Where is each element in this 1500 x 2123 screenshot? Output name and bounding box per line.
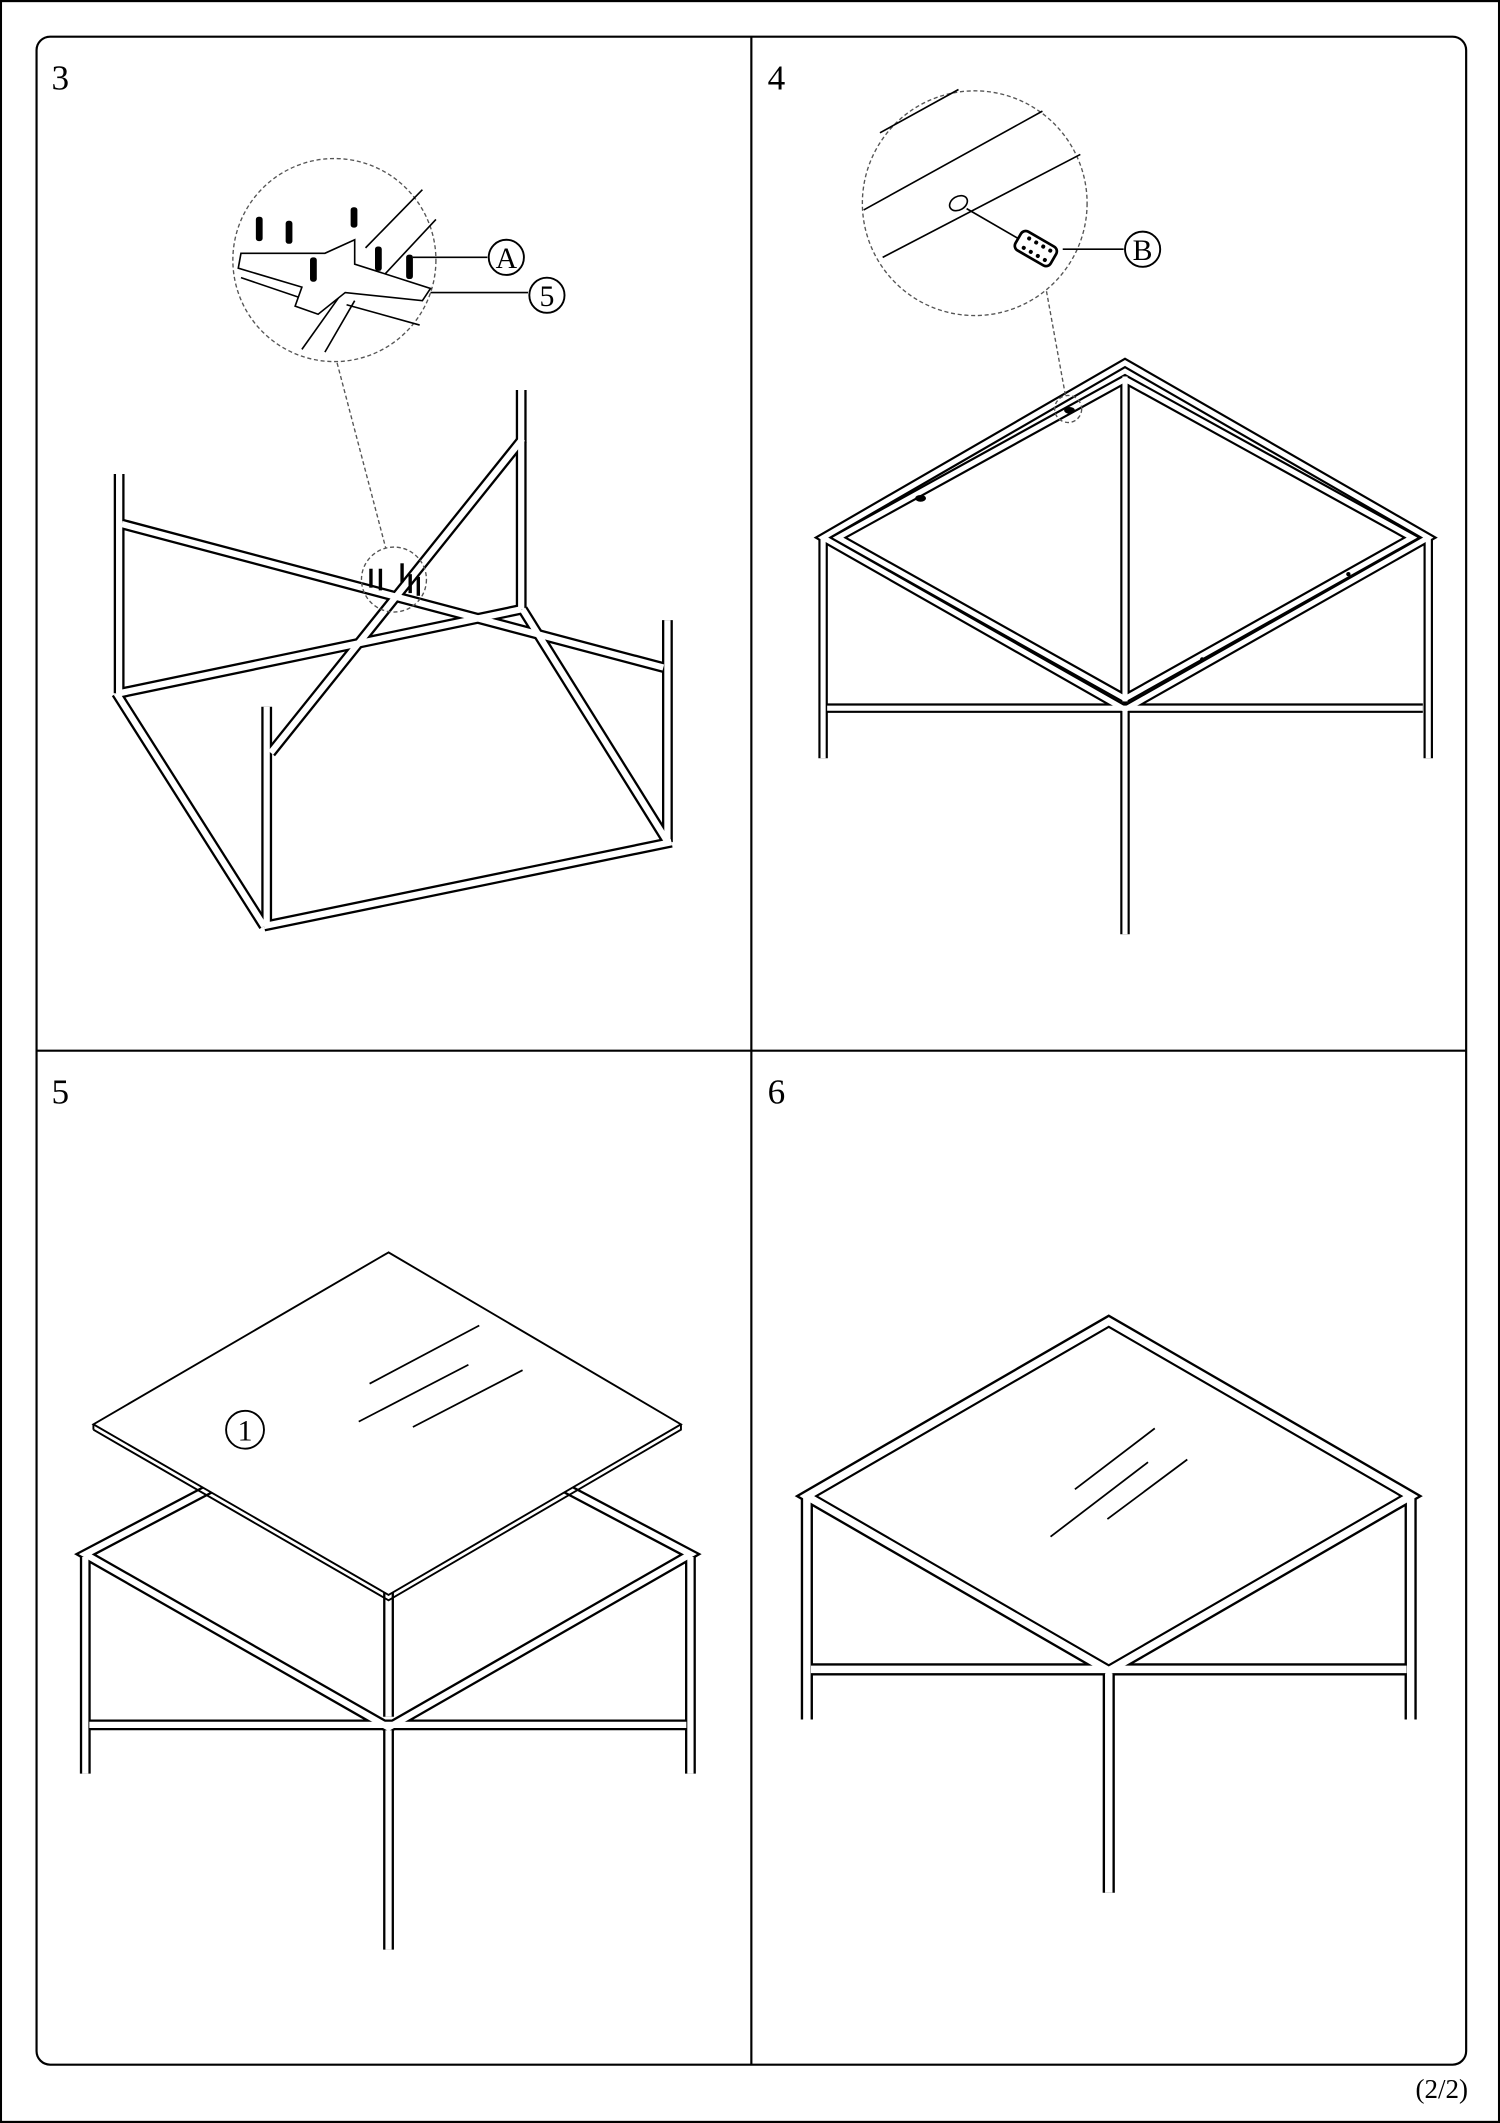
step-number: 6 <box>768 1072 786 1111</box>
svg-text:A: A <box>496 242 518 275</box>
step-number: 4 <box>768 58 786 97</box>
detail-marker <box>360 546 428 613</box>
upright-frame-illustration <box>823 363 1428 934</box>
leader-line <box>1045 291 1067 396</box>
finished-table-illustration <box>807 1321 1411 1892</box>
step-number: 3 <box>51 58 69 97</box>
step-5-panel: 5 1 <box>51 1072 690 1949</box>
svg-text:5: 5 <box>539 280 554 313</box>
step-number: 5 <box>51 1072 69 1111</box>
detail-callout-pad <box>861 88 1124 317</box>
inverted-frame-illustration <box>116 390 671 926</box>
callout-part-1: 1 <box>225 1409 265 1450</box>
svg-text:1: 1 <box>238 1415 253 1448</box>
page-indicator: (2/2) <box>1415 2074 1468 2104</box>
step-6-panel: 6 <box>768 1072 1411 1892</box>
leader-line <box>336 362 387 549</box>
callout-part-5: 5 <box>528 276 566 314</box>
step-4-panel: 4 B <box>768 58 1429 934</box>
glass-pad-B-icon <box>1013 229 1059 268</box>
svg-text:B: B <box>1133 234 1153 267</box>
callout-A: A <box>487 238 525 276</box>
detail-callout-bracket <box>232 157 528 363</box>
callout-B: B <box>1124 230 1162 268</box>
glass-top-illustration <box>91 1251 683 1602</box>
screws-small <box>369 563 421 596</box>
screw-A-icons <box>255 207 413 282</box>
step-3-panel: 3 <box>51 58 671 926</box>
glass-pad-marks <box>915 406 1351 662</box>
